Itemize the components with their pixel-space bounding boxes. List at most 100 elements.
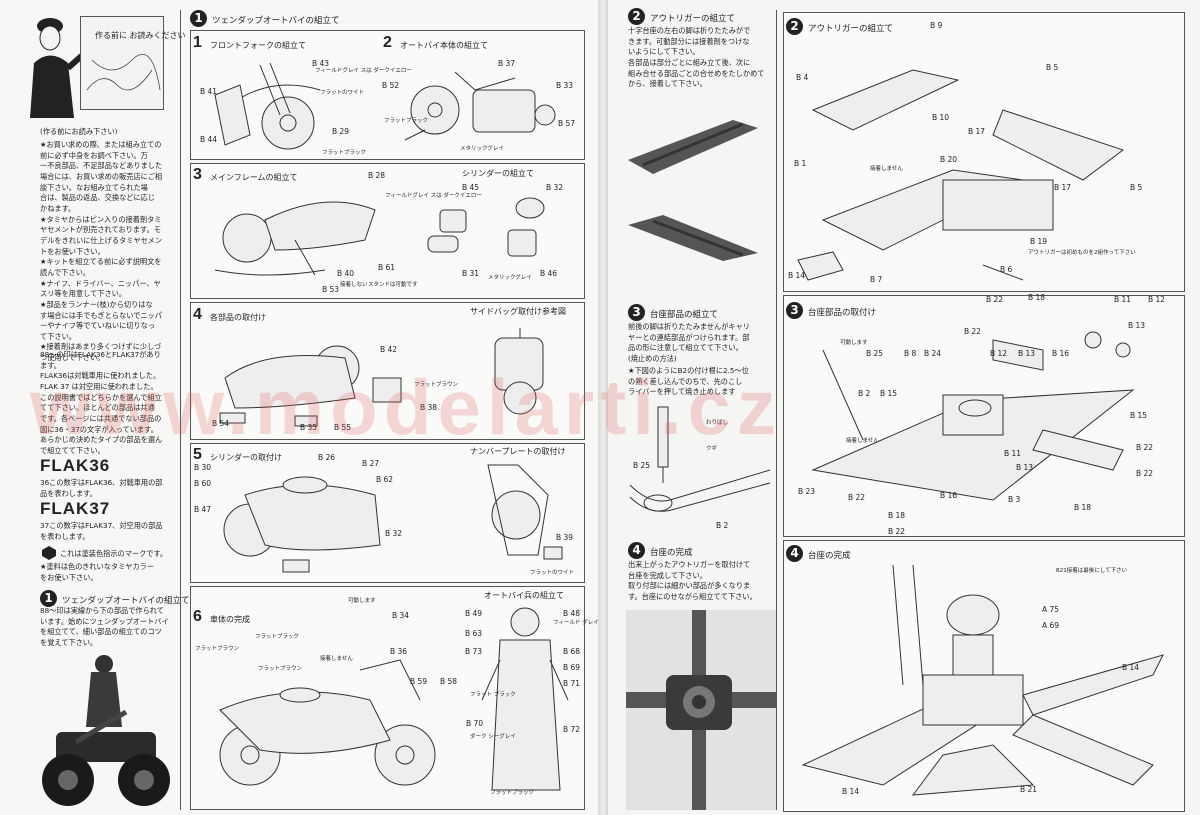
- label-B41: B 41: [200, 87, 218, 96]
- r-label-B9: B 9: [930, 21, 943, 30]
- base-complete-drawing: [801, 564, 1164, 796]
- r-label-B22e: B 22: [848, 493, 866, 502]
- paint-mark-icon: [42, 546, 56, 560]
- note-flatblack4: フラット ブラック: [470, 692, 516, 698]
- label-B49: B 49: [465, 609, 483, 618]
- r-label-B21: B 21: [1020, 785, 1038, 794]
- label-B63: B 63: [465, 629, 483, 638]
- label-B34: B 34: [392, 611, 410, 620]
- sub3: メインフレームの組立て: [210, 173, 298, 182]
- r-note-noglue: 接着しません: [870, 166, 903, 172]
- r-label-B2: B 2: [858, 389, 871, 398]
- r-label-B22b: B 22: [986, 295, 1004, 304]
- r-step3-badge: 3: [628, 304, 645, 321]
- sub5: シリンダーの取付け: [210, 453, 282, 462]
- r-box4-title: 台座の完成: [808, 551, 851, 561]
- paint-note2: ★塗料は色のきれいなタミヤカラー をお使い下さい。: [40, 562, 155, 582]
- note-flatblack5: フラットブラック: [490, 790, 535, 796]
- step3-num: 3: [193, 166, 202, 183]
- outrigger-photo-2: [628, 215, 758, 261]
- label-B55: B 55: [334, 423, 352, 432]
- sub3b: シリンダーの組立て: [462, 169, 534, 178]
- label-B26: B 26: [318, 453, 336, 462]
- label-B27: B 27: [362, 459, 380, 468]
- note-flatbrown2: フラットブラウン: [195, 646, 240, 652]
- r-label-B25: B 25: [866, 349, 884, 358]
- cylinder-fit-drawing: [223, 476, 381, 573]
- r-column-divider: [776, 10, 777, 810]
- r-label-B7: B 7: [870, 275, 883, 284]
- intro-title: (作る前にお読み下さい): [40, 127, 118, 136]
- officer-cartoon: [30, 18, 88, 118]
- r-step3-title: 台座部品の組立て: [650, 310, 719, 320]
- label-B43: B 43: [312, 59, 330, 68]
- label-B71: B 71: [563, 679, 581, 688]
- r-label-B10: B 10: [932, 113, 950, 122]
- label-B59: B 59: [410, 677, 428, 686]
- r-step3-text: 前後の脚は折りたたみませんがキャリ ヤーとの連結部品がつけられます。部 品の形に…: [628, 322, 750, 353]
- r-step4-text: 出来上がったアウトリガーを取付けて 台座を完成して下さい。 取り付部には細かい部…: [628, 560, 757, 601]
- r-label-B1: B 1: [794, 159, 807, 168]
- label-B38: B 38: [420, 403, 438, 412]
- label-B70: B 70: [466, 719, 484, 728]
- r-label-B11a: B 11: [1114, 295, 1132, 304]
- r-label-B16a: B 16: [1052, 349, 1070, 358]
- note-fieldgrey2: フィールドグレイ スは ダークイエロー: [385, 193, 482, 199]
- step5-num: 5: [193, 446, 202, 463]
- note-darkseagrey: ダーク シーグレイ: [470, 734, 516, 740]
- r-label-B17a: B 17: [968, 127, 986, 136]
- map-board: [80, 16, 164, 110]
- label-B53: B 53: [322, 285, 340, 294]
- r-label-B6: B 6: [1000, 265, 1013, 274]
- r-label-A69: A 69: [1042, 621, 1060, 630]
- r-box3-badge: 3: [786, 302, 803, 319]
- note-flatblack3: フラットブラック: [255, 634, 300, 640]
- r-label-B17b: B 17: [1054, 183, 1072, 192]
- finished-motorcycle-drawing: [219, 659, 436, 786]
- label-B68: B 68: [563, 647, 581, 656]
- cylinder-drawing: [427, 197, 545, 257]
- r-box2-badge: 2: [786, 18, 803, 35]
- label-B62: B 62: [376, 475, 394, 484]
- flak36-note: 36この数字はFLAK36、対戦車用の部 品を表わします。: [40, 478, 163, 498]
- r-label-B12b: B 12: [990, 349, 1008, 358]
- note-noglue: 接着しない: [340, 282, 368, 288]
- r-box2-title: アウトリガーの組立て: [808, 24, 894, 34]
- base-parts-drawing: [811, 331, 1135, 501]
- r-label-B20: B 20: [940, 155, 958, 164]
- outrigger-assembly-drawing: [797, 69, 1125, 281]
- r-label-B13b: B 13: [1018, 349, 1036, 358]
- sub5b: ナンバープレートの取付け: [470, 447, 566, 456]
- step4-num: 4: [193, 306, 202, 323]
- sub4b: サイドバッグ取付け参考図: [470, 307, 566, 316]
- r-label-B22f: B 22: [888, 527, 906, 536]
- label-B44: B 44: [200, 135, 218, 144]
- step6-num: 6: [193, 608, 202, 625]
- note-flatblack1: フラットブラック: [322, 150, 367, 156]
- main-header: ツェンダップオートバイの組立て: [212, 16, 340, 26]
- r-label-B5b: B 5: [1130, 183, 1143, 192]
- r-label-B4: B 4: [796, 73, 809, 82]
- r-label-B15b: B 15: [1130, 411, 1148, 420]
- step1-text: 88〜印は実線から下の部品で作られて います。始めにツェンダップオートバイ を組…: [40, 606, 169, 647]
- page-gutter: [598, 0, 608, 815]
- r-label-B12a: B 12: [1148, 295, 1166, 304]
- r-note-b21: B21接着は最後にして下さい: [1056, 568, 1128, 574]
- r-note-outrigger: アウトリガーは初めものを2組作って下さい: [1028, 250, 1136, 256]
- r-label-B8: B 8: [904, 349, 917, 358]
- label-B72: B 72: [563, 725, 581, 734]
- note-flatwhite: フラットのワイト: [320, 90, 365, 96]
- label-B36: B 36: [390, 647, 408, 656]
- sub4: 各部品の取付け: [210, 313, 266, 322]
- label-B31: B 31: [462, 269, 480, 278]
- r-label-B18a: B 18: [1028, 293, 1046, 302]
- label-B30: B 30: [194, 463, 212, 472]
- r-label-B22d: B 22: [1136, 469, 1154, 478]
- label-B52: B 52: [382, 81, 400, 90]
- note-fieldgrey3: フィールド グレイ: [553, 620, 599, 626]
- r-label-B13a: B 13: [1128, 321, 1146, 330]
- label-B69: B 69: [563, 663, 581, 672]
- r-label-B14b: B 14: [1122, 663, 1140, 672]
- label-B42: B 42: [380, 345, 398, 354]
- sub6: 車体の完成: [210, 615, 250, 624]
